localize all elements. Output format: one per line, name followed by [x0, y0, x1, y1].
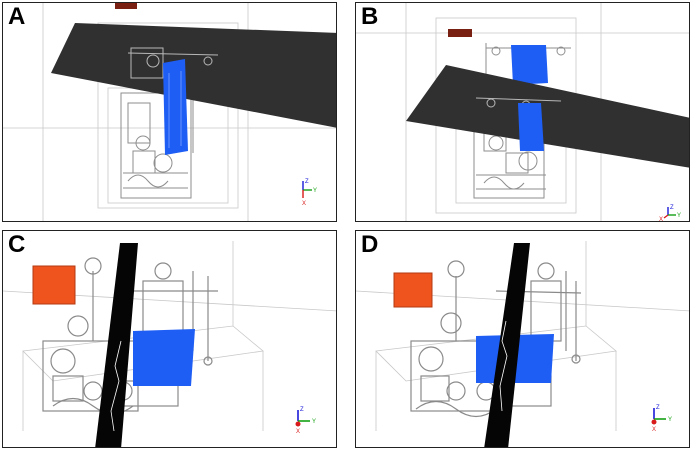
blue-plate — [133, 329, 195, 386]
axis-triad: Z Y X — [659, 205, 681, 222]
panel-c-scene: Z Y X — [3, 241, 336, 447]
panel-label-a: A — [8, 3, 26, 30]
axis-y-label: Y — [313, 188, 317, 194]
axis-triad: Z Y X — [295, 407, 316, 435]
panel-b: B — [355, 2, 690, 222]
blue-plate-lower — [518, 103, 544, 151]
dark-sheet — [51, 23, 336, 128]
axis-triad: Z Y X — [302, 179, 317, 207]
axis-z-label: Z — [305, 179, 309, 185]
sheet-crack — [110, 340, 122, 432]
axis-y-label: Y — [677, 213, 681, 219]
axis-x-label: X — [302, 201, 306, 207]
axis-triad: Z Y X — [651, 405, 672, 433]
orange-box — [32, 265, 76, 305]
panel-c: C — [2, 230, 337, 448]
axis-x-label: X — [659, 217, 663, 222]
panel-label-b: B — [361, 3, 379, 30]
blue-plate-upper — [511, 45, 548, 85]
panel-a-scene: Z Y X — [3, 3, 336, 221]
dark-red-box — [115, 3, 137, 9]
blue-plate-detail — [168, 71, 182, 148]
panel-label-c: C — [8, 231, 26, 258]
dark-red-box — [448, 29, 472, 37]
axis-z-label: Z — [670, 205, 674, 211]
blue-plate — [163, 59, 188, 155]
dark-sheet — [406, 65, 689, 168]
panel-b-scene: Z Y X — [356, 3, 689, 222]
axis-z-label: Z — [300, 407, 304, 413]
axis-x-label: X — [652, 427, 656, 433]
panel-d: D — [355, 230, 690, 448]
panel-d-scene: Z Y X — [356, 241, 689, 447]
axis-y-label: Y — [668, 417, 672, 423]
axis-x-label: X — [296, 429, 300, 435]
axis-y-label: Y — [312, 419, 316, 425]
dark-sheet — [484, 243, 530, 447]
panel-label-d: D — [361, 231, 379, 258]
sheet-crack — [499, 320, 508, 412]
orange-box — [393, 272, 433, 308]
panel-a: A — [2, 2, 337, 222]
dark-sheet — [95, 243, 138, 447]
axis-z-label: Z — [656, 405, 660, 411]
